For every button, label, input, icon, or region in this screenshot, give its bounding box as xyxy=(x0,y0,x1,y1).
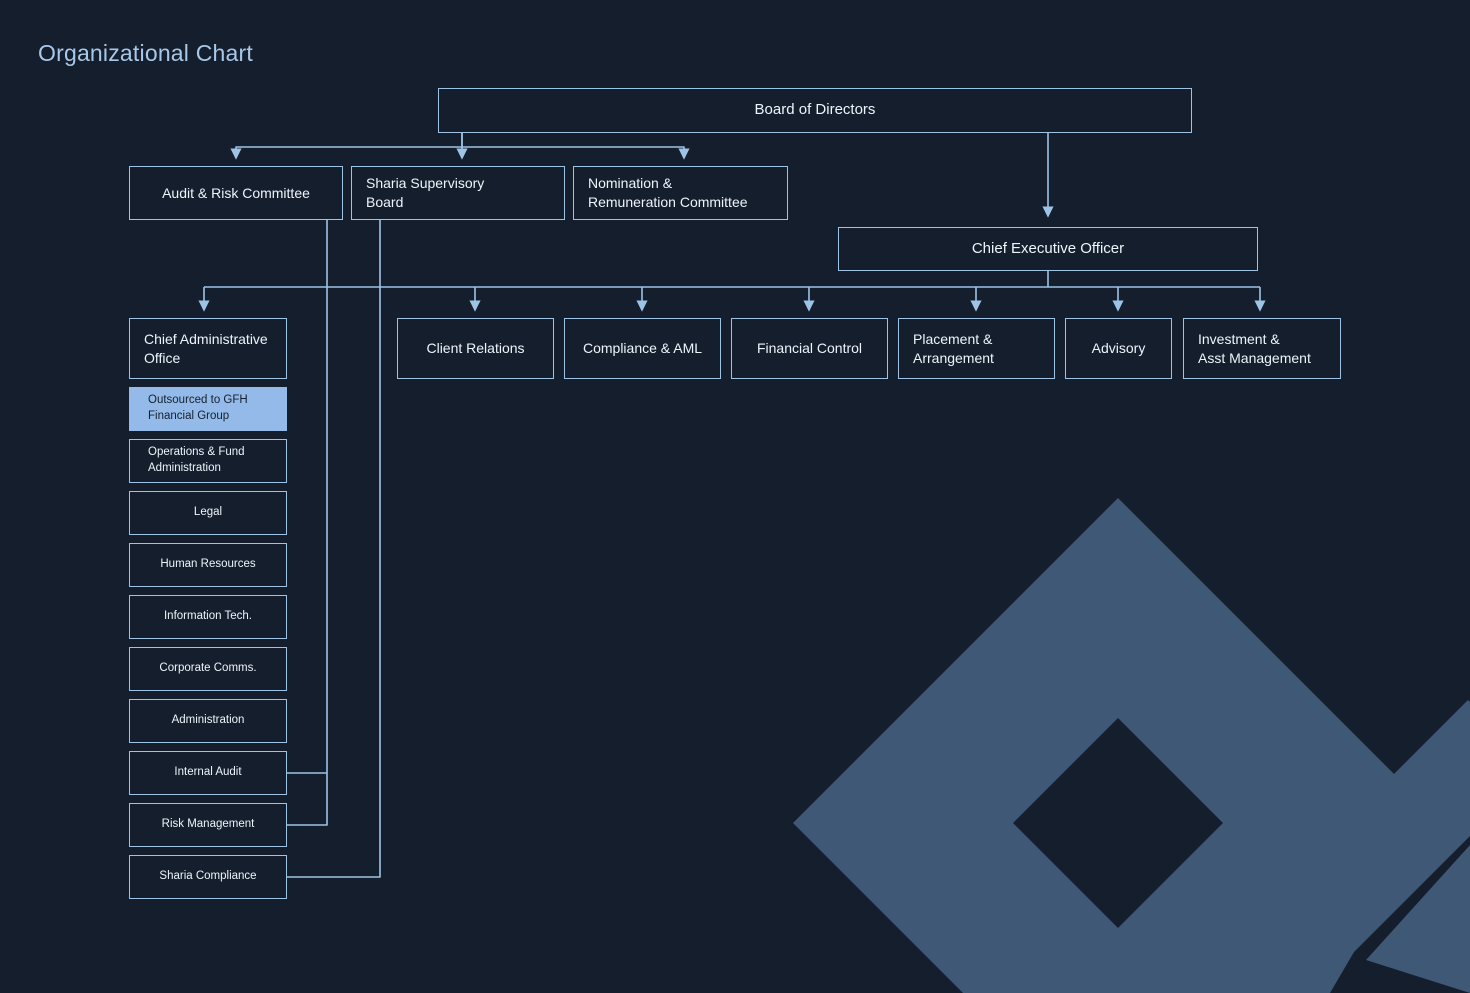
node-investment-asst-management[interactable]: Investment & Asst Management xyxy=(1183,318,1341,379)
node-label: Legal xyxy=(193,506,223,519)
node-label: Sharia Compliance xyxy=(159,870,257,883)
node-client-relations[interactable]: Client Relations xyxy=(397,318,554,379)
node-nomination-remuneration-committee[interactable]: Nomination & Remuneration Committee xyxy=(573,166,788,220)
node-information-tech[interactable]: Information Tech. xyxy=(129,595,287,639)
node-label: Information Tech. xyxy=(163,610,252,623)
node-label: Sharia Supervisory Board xyxy=(366,175,485,210)
node-label: Chief Administrative Office xyxy=(144,330,268,366)
node-label: Client Relations xyxy=(426,340,525,357)
node-label: Operations & Fund Administration xyxy=(148,446,245,474)
node-label: Audit & Risk Committee xyxy=(162,184,310,201)
node-label: Human Resources xyxy=(160,558,256,571)
node-label: Nomination & Remuneration Committee xyxy=(588,175,748,210)
node-label: Corporate Comms. xyxy=(159,662,257,675)
node-label: Internal Audit xyxy=(174,766,242,779)
node-administration[interactable]: Administration xyxy=(129,699,287,743)
node-label: Placement & Arrangement xyxy=(913,330,994,366)
node-corporate-comms[interactable]: Corporate Comms. xyxy=(129,647,287,691)
node-label: Compliance & AML xyxy=(582,340,703,357)
node-label: Board of Directors xyxy=(754,101,876,119)
node-label: Outsourced to GFH Financial Group xyxy=(148,394,248,422)
node-label: Chief Executive Officer xyxy=(971,239,1125,257)
node-advisory[interactable]: Advisory xyxy=(1065,318,1172,379)
node-operations-fund-administration[interactable]: Operations & Fund Administration xyxy=(129,439,287,483)
node-chief-administrative-office[interactable]: Chief Administrative Office xyxy=(129,318,287,379)
node-human-resources[interactable]: Human Resources xyxy=(129,543,287,587)
node-label: Advisory xyxy=(1091,340,1146,357)
node-compliance-aml[interactable]: Compliance & AML xyxy=(564,318,721,379)
node-risk-management[interactable]: Risk Management xyxy=(129,803,287,847)
node-label: Investment & Asst Management xyxy=(1198,330,1311,366)
node-label: Administration xyxy=(171,714,245,727)
node-financial-control[interactable]: Financial Control xyxy=(731,318,888,379)
node-legal[interactable]: Legal xyxy=(129,491,287,535)
node-internal-audit[interactable]: Internal Audit xyxy=(129,751,287,795)
page-title: Organizational Chart xyxy=(38,40,253,66)
node-label: Financial Control xyxy=(756,340,863,357)
node-sharia-supervisory-board[interactable]: Sharia Supervisory Board xyxy=(351,166,565,220)
node-audit-risk-committee[interactable]: Audit & Risk Committee xyxy=(129,166,343,220)
node-sharia-compliance[interactable]: Sharia Compliance xyxy=(129,855,287,899)
node-chief-executive-officer[interactable]: Chief Executive Officer xyxy=(838,227,1258,271)
node-board-of-directors[interactable]: Board of Directors xyxy=(438,88,1192,133)
node-outsourced-to-gfh-financial-group[interactable]: Outsourced to GFH Financial Group xyxy=(129,387,287,431)
node-label: Risk Management xyxy=(161,818,255,831)
node-placement-arrangement[interactable]: Placement & Arrangement xyxy=(898,318,1055,379)
